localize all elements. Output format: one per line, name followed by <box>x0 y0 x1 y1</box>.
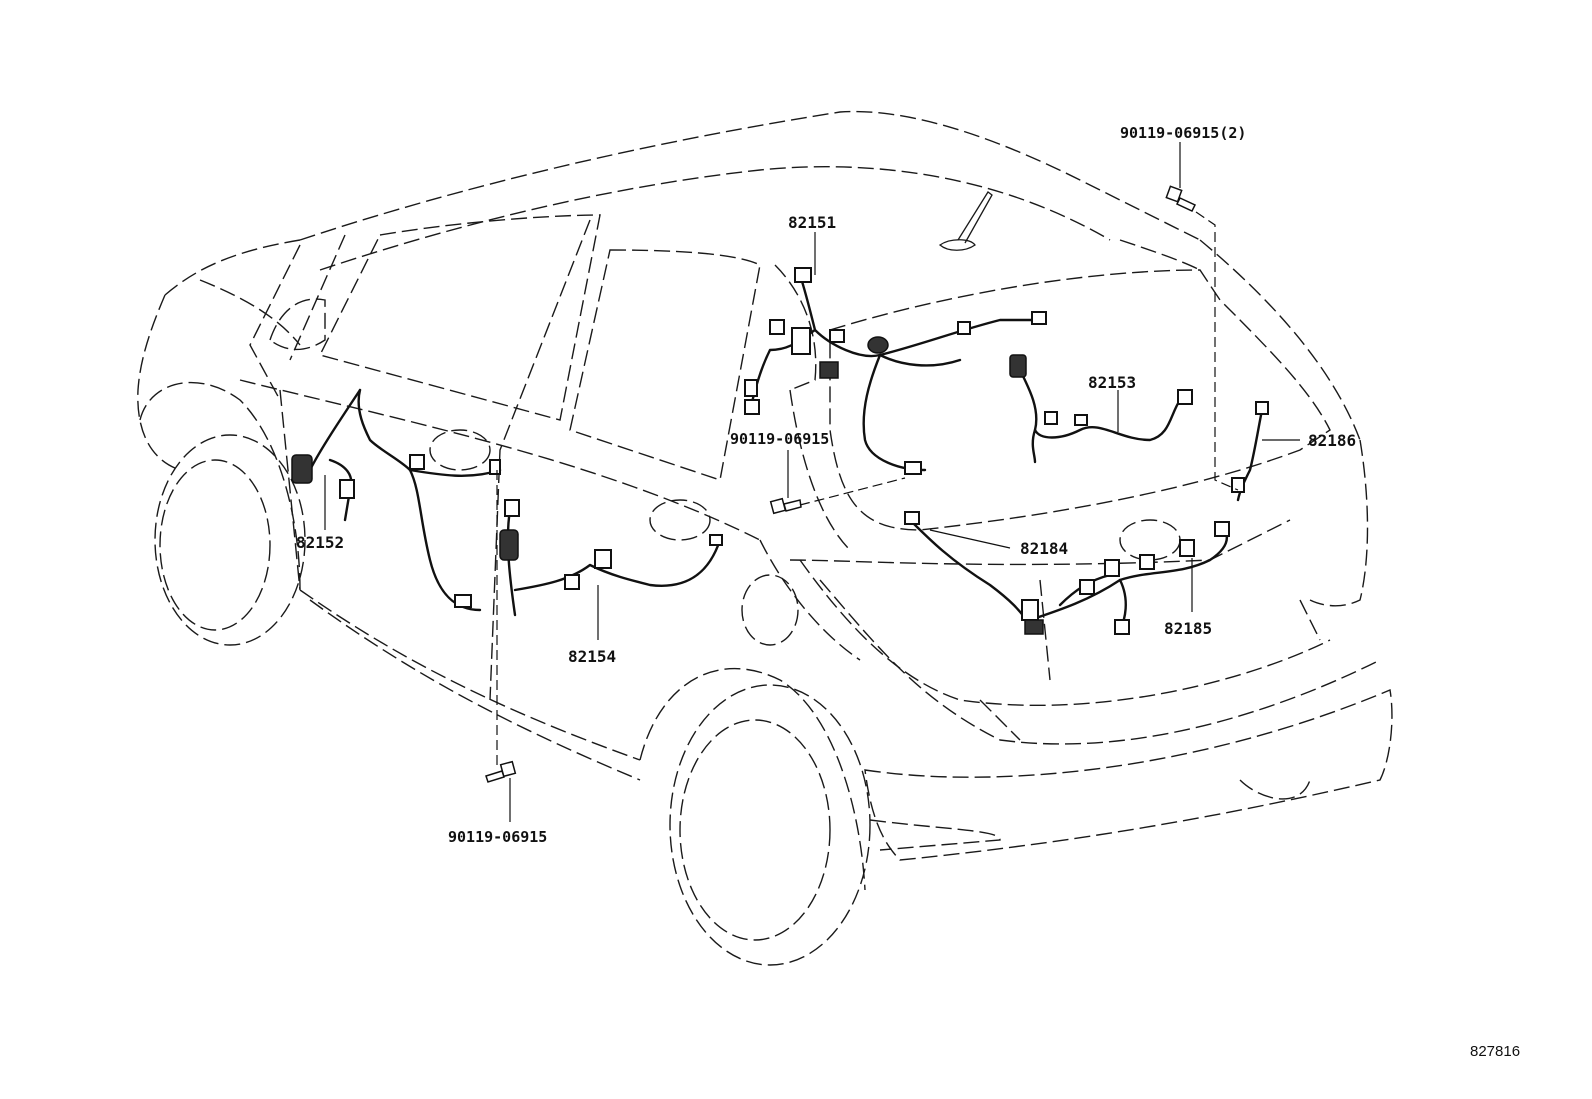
harness-82151 <box>744 267 1047 475</box>
bolt-label-center: 90119-06915 <box>730 430 829 448</box>
bolt-label-bottom: 90119-06915 <box>448 828 547 846</box>
part-label-82185: 82185 <box>1164 619 1212 638</box>
part-label-82151: 82151 <box>788 213 836 232</box>
bolt-icon-center <box>769 497 802 515</box>
bolt-label-top-right: 90119-06915(2) <box>1120 124 1246 142</box>
harness-82153 <box>1009 354 1193 464</box>
harness-82152 <box>291 388 502 612</box>
bolt-icon-bottom <box>485 760 517 783</box>
part-label-82152: 82152 <box>296 533 344 552</box>
harness-82185 <box>904 511 1230 635</box>
part-label-82153: 82153 <box>1088 373 1136 392</box>
part-label-82154: 82154 <box>568 647 616 666</box>
bolt-icon-top-right <box>1165 185 1197 212</box>
part-label-82184: 82184 <box>1020 539 1068 558</box>
figure-reference-number: 827816 <box>1470 1043 1520 1060</box>
harness-82186 <box>1231 401 1269 502</box>
leader-lines <box>324 142 1300 822</box>
harness-82154 <box>499 499 723 617</box>
part-label-82186: 82186 <box>1308 431 1356 450</box>
